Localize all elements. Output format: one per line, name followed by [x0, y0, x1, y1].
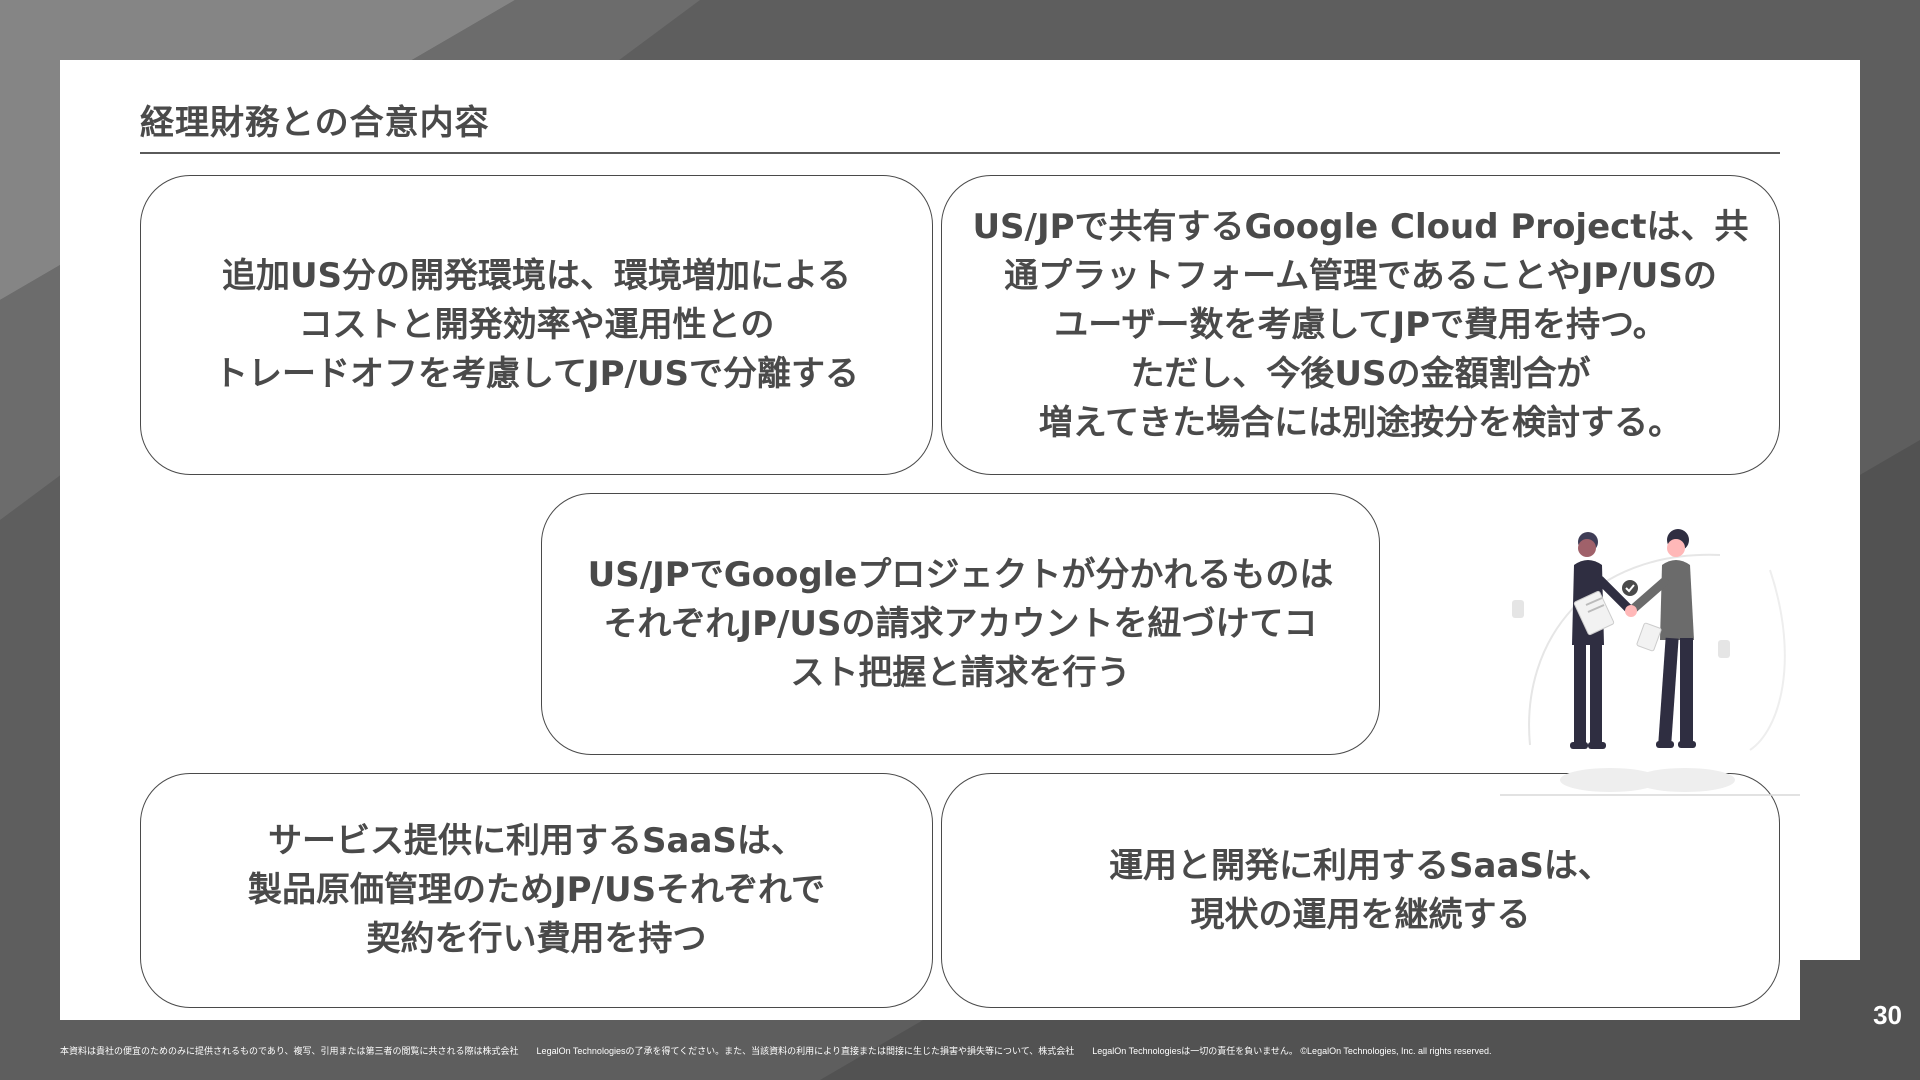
agreement-card-separate-projects: US/JPでGoogleプロジェクトが分かれるものは それぞれJP/USの請求ア… — [541, 493, 1380, 755]
slide-title: 経理財務との合意内容 — [140, 103, 490, 143]
agreement-card-service-saas: サービス提供に利用するSaaSは、 製品原価管理のためJP/USそれぞれで 契約… — [140, 773, 933, 1008]
card-text: 運用と開発に利用するSaaSは、 現状の運用を継続する — [1109, 845, 1612, 935]
handshake-illustration-icon — [1500, 529, 1800, 796]
card-text: US/JPでGoogleプロジェクトが分かれるものは それぞれJP/USの請求ア… — [587, 554, 1334, 693]
agreement-card-shared-project: US/JPで共有するGoogle Cloud Projectは、共 通プラットフ… — [941, 175, 1780, 475]
agreement-card-ops-saas: 運用と開発に利用するSaaSは、 現状の運用を継続する — [941, 773, 1780, 1008]
slide-canvas: 経理財務との合意内容 追加US分の開発環境は、環境増加による コストと開発効率や… — [60, 60, 1860, 1020]
footer-disclaimer: 本資料は貴社の便宜のためのみに提供されるものであり、複写、引用または第三者の閲覧… — [60, 1046, 1492, 1056]
title-divider — [140, 152, 1780, 154]
page-number: 30 — [1873, 1000, 1902, 1030]
agreement-card-dev-environment: 追加US分の開発環境は、環境増加による コストと開発効率や運用性との トレードオ… — [140, 175, 933, 475]
card-text: US/JPで共有するGoogle Cloud Projectは、共 通プラットフ… — [972, 206, 1749, 443]
card-text: 追加US分の開発環境は、環境増加による コストと開発効率や運用性との トレードオ… — [213, 255, 860, 394]
card-text: サービス提供に利用するSaaSは、 製品原価管理のためJP/USそれぞれで 契約… — [247, 821, 826, 959]
